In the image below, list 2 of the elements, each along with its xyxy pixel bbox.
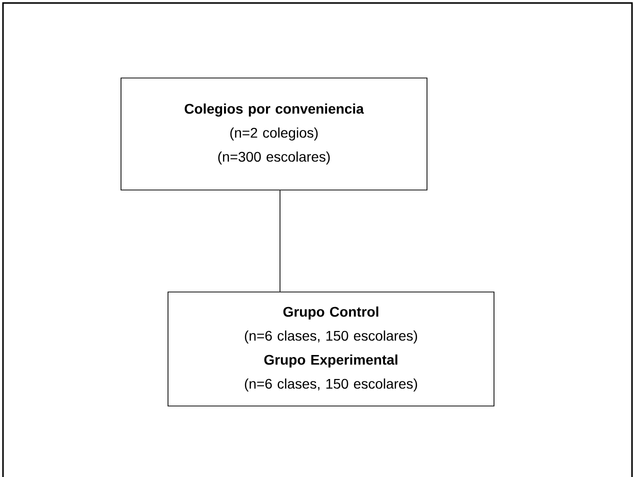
text-box: Grupo Control (n=6 clases, 150 escolares) Grupo Experimental (n=6 clases, 150 escolares) — [168, 292, 494, 406]
text-box: Colegios por conveniencia (n=2 colegios) (n=300 escolares) — [120, 78, 428, 190]
